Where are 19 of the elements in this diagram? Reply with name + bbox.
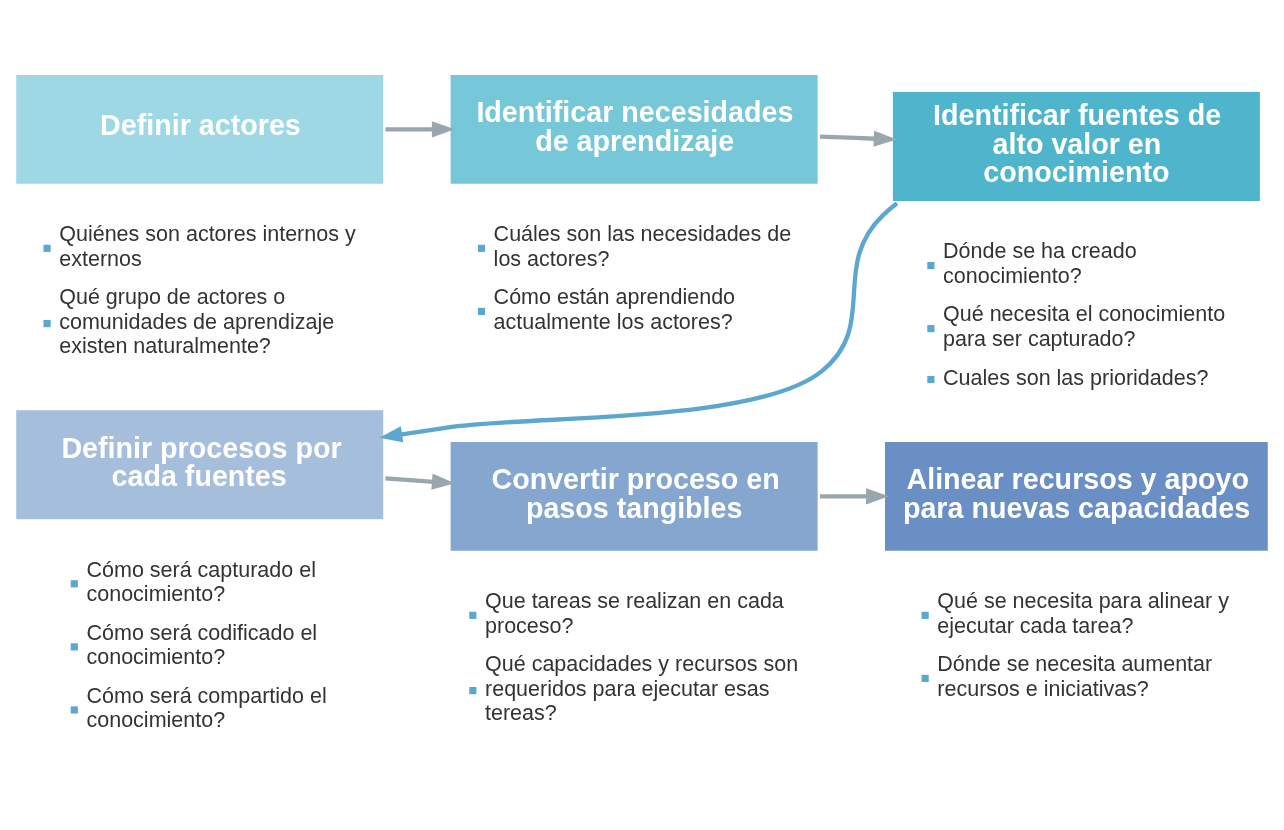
node-label: Cuáles son las necesidades de los actores? <box>493 222 792 271</box>
node-label: Qué capacidades y recursos son requeridos para ejecutar esas tereas? <box>485 652 799 725</box>
node-label: Cómo están aprendiendo actualmente los actores? <box>493 285 736 334</box>
arrow <box>385 121 455 138</box>
node-label: Cómo será capturado el conocimiento? <box>86 557 316 607</box>
arrow <box>820 488 890 505</box>
node-label: Cuales son las prioridades? <box>943 365 1209 390</box>
node-label: Qué se necesita para alinear y ejecutar cada tarea? <box>937 589 1229 638</box>
node-label: Cómo será codificado el conocimiento? <box>86 620 318 670</box>
node-label: Que tareas se realizan en cada proceso? <box>485 589 784 638</box>
node-label: Qué grupo de actores o comunidades de aprendizaje existen naturalmente? <box>59 285 335 358</box>
node-label: Cómo será compartido el conocimiento? <box>86 683 327 733</box>
arrow <box>385 473 455 490</box>
arrow <box>379 201 899 443</box>
node-label: Qué necesita el conocimiento para ser capturado? <box>943 302 1226 351</box>
arrow <box>819 130 897 147</box>
node-label: Quiénes son actores internos y externos <box>59 222 356 271</box>
node-label: Dónde se ha creado conocimiento? <box>943 239 1137 288</box>
node-label: Dónde se necesita aumentar recursos e iniciativas? <box>937 652 1213 701</box>
